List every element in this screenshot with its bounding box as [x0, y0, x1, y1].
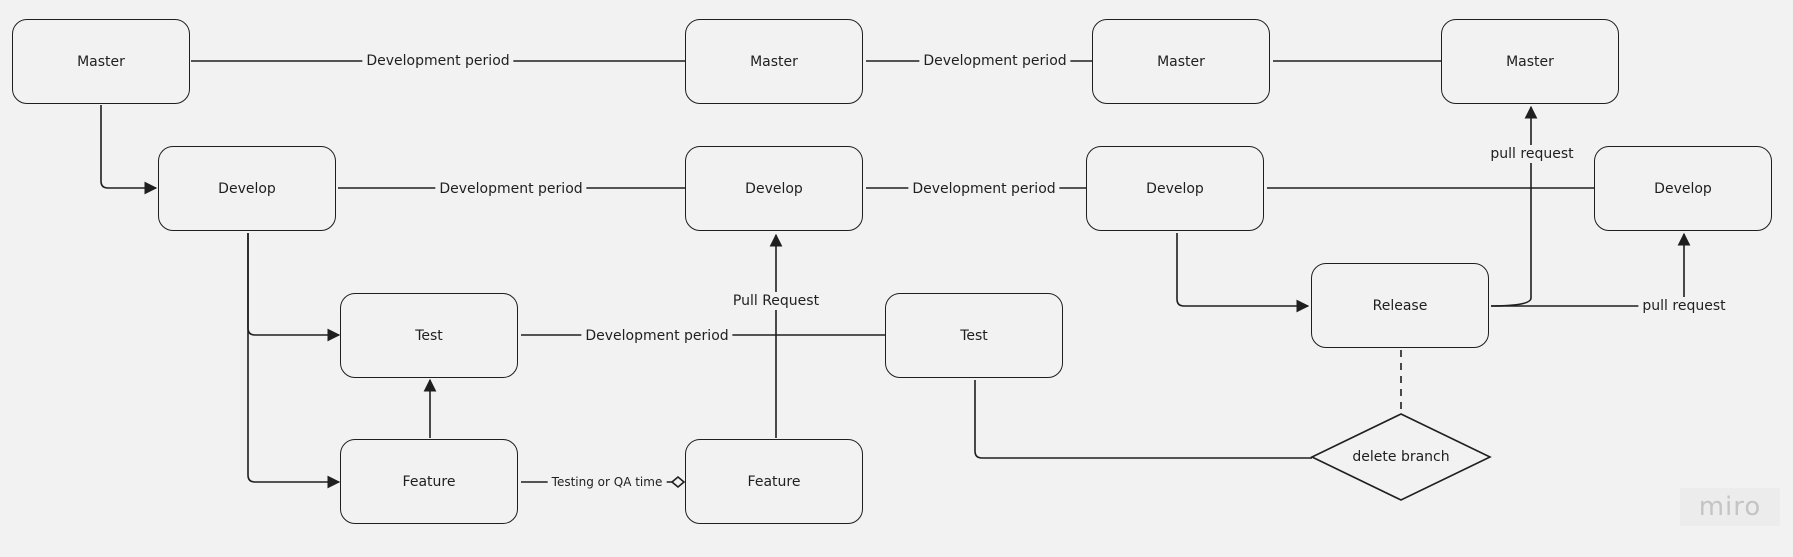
develop-node-4-label: Develop — [1654, 180, 1712, 197]
miro-logo-text: miro — [1698, 492, 1762, 522]
edge-release-develop4 — [1491, 232, 1691, 307]
master-node-1[interactable]: Master — [12, 19, 190, 104]
feature-node-1[interactable]: Feature — [340, 439, 518, 524]
diamond-endpoint-icon — [670, 475, 686, 489]
delete-branch-diamond — [1310, 413, 1492, 501]
edge-label-develop-dev-period-1: Development period — [435, 180, 587, 198]
develop-node-3-label: Develop — [1146, 180, 1204, 197]
edge-label-pull-request-master: pull request — [1486, 145, 1578, 163]
master-node-4[interactable]: Master — [1441, 19, 1619, 104]
develop-node-2[interactable]: Develop — [685, 146, 863, 231]
master-node-2-label: Master — [750, 53, 798, 70]
release-node[interactable]: Release — [1311, 263, 1489, 348]
master-node-1-label: Master — [77, 53, 125, 70]
edge-label-test-dev-period: Development period — [581, 327, 733, 345]
edge-label-testing-qa-time: Testing or QA time — [547, 473, 667, 491]
delete-branch-label: delete branch — [1352, 449, 1450, 465]
edge-label-master-dev-period-1: Development period — [362, 52, 514, 70]
edge-label-develop-dev-period-2: Development period — [908, 180, 1060, 198]
master-node-3[interactable]: Master — [1092, 19, 1270, 104]
edge-test2-delete-branch — [974, 380, 1312, 459]
develop-node-1[interactable]: Develop — [158, 146, 336, 231]
develop-node-3[interactable]: Develop — [1086, 146, 1264, 231]
develop-node-4[interactable]: Develop — [1594, 146, 1772, 231]
edge-release-master4 — [1490, 105, 1538, 307]
edge-label-pull-request-release: pull request — [1638, 297, 1730, 315]
edge-develop3-release — [1176, 233, 1310, 313]
edge-develop1-feature1 — [247, 233, 341, 489]
test-node-1-label: Test — [415, 327, 443, 344]
test-node-2[interactable]: Test — [885, 293, 1063, 378]
release-node-label: Release — [1372, 297, 1428, 314]
feature-node-2[interactable]: Feature — [685, 439, 863, 524]
edge-develop1-test1 — [247, 233, 341, 342]
develop-node-2-label: Develop — [745, 180, 803, 197]
master-node-4-label: Master — [1506, 53, 1554, 70]
test-node-1[interactable]: Test — [340, 293, 518, 378]
master-node-2[interactable]: Master — [685, 19, 863, 104]
miro-logo: miro — [1680, 488, 1780, 526]
feature-node-2-label: Feature — [747, 473, 801, 490]
master-node-3-label: Master — [1157, 53, 1205, 70]
edge-master1-develop1 — [100, 105, 158, 195]
edge-label-pull-request-develop: Pull Request — [728, 292, 824, 310]
feature-node-1-label: Feature — [402, 473, 456, 490]
test-node-2-label: Test — [960, 327, 988, 344]
develop-node-1-label: Develop — [218, 180, 276, 197]
edge-label-master-dev-period-2: Development period — [919, 52, 1071, 70]
